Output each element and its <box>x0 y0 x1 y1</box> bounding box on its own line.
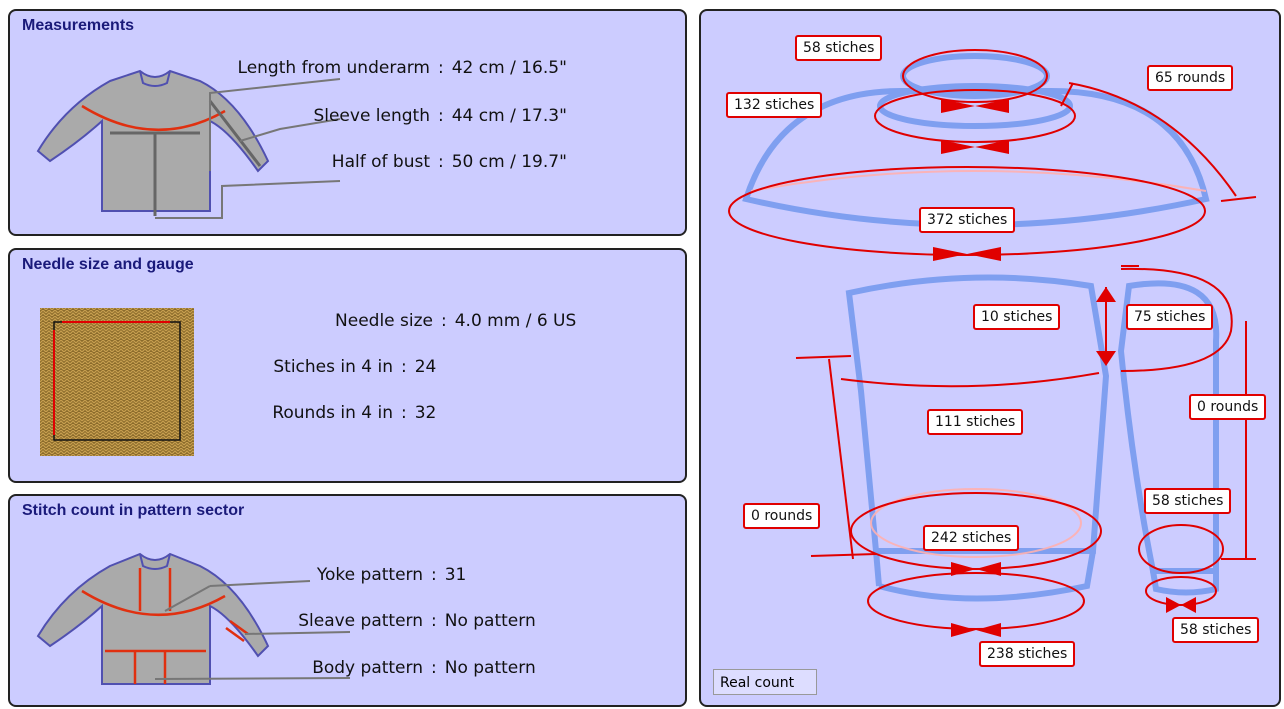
gauge-swatch-illustration <box>40 308 194 456</box>
measurements-panel: Measurements Length from underarm:42 cm … <box>8 9 687 236</box>
label-body-rounds: 0 rounds <box>743 503 821 529</box>
label-neck-stiches: 58 stiches <box>795 35 883 61</box>
measure-row-bust: Half of bust:50 cm / 19.7" <box>331 152 567 172</box>
real-count-button[interactable]: Real count <box>713 669 817 695</box>
label-sleeve-cuff-top-stiches: 58 stiches <box>1144 488 1232 514</box>
label-sleeve-rounds: 0 rounds <box>1189 394 1267 420</box>
pattern-panel: Stitch count in pattern sector Yoke patt… <box>8 494 687 707</box>
sweater-measure-illustration <box>36 69 341 219</box>
diagram-panel: 58 stiches 132 stiches 65 rounds 372 sti… <box>699 9 1281 707</box>
gauge-row-stiches: Stiches in 4 in:24 <box>273 357 437 377</box>
gauge-row-needle: Needle size:4.0 mm / 6 US <box>335 311 577 331</box>
label-yoke-bottom-stiches: 372 stiches <box>919 207 1016 233</box>
label-body-hem-stiches: 238 stiches <box>979 641 1076 667</box>
measurements-title: Measurements <box>22 17 135 34</box>
pattern-row-sleave: Sleave pattern:No pattern <box>298 611 536 631</box>
label-body-hem-top-stiches: 242 stiches <box>923 525 1020 551</box>
label-body-top-stiches: 111 stiches <box>927 409 1024 435</box>
pattern-title: Stitch count in pattern sector <box>22 502 245 519</box>
measure-row-sleeve: Sleeve length:44 cm / 17.3" <box>313 106 567 126</box>
label-yoke-top-stiches: 132 stiches <box>726 92 823 118</box>
pattern-row-yoke: Yoke pattern:31 <box>316 565 467 585</box>
label-sleeve-top-stiches: 75 stiches <box>1126 304 1214 330</box>
label-underarm-stiches: 10 stiches <box>973 304 1061 330</box>
label-yoke-rounds: 65 rounds <box>1147 65 1234 91</box>
pattern-row-body: Body pattern:No pattern <box>312 658 536 678</box>
gauge-title: Needle size and gauge <box>22 256 194 273</box>
label-sleeve-cuff-stiches: 58 stiches <box>1172 617 1260 643</box>
measure-row-length: Length from underarm:42 cm / 16.5" <box>237 58 567 78</box>
gauge-panel: Needle size and gauge Needle size:4.0 mm… <box>8 248 687 483</box>
sweater-pattern-illustration <box>36 552 351 685</box>
gauge-row-rounds: Rounds in 4 in:32 <box>272 403 437 423</box>
